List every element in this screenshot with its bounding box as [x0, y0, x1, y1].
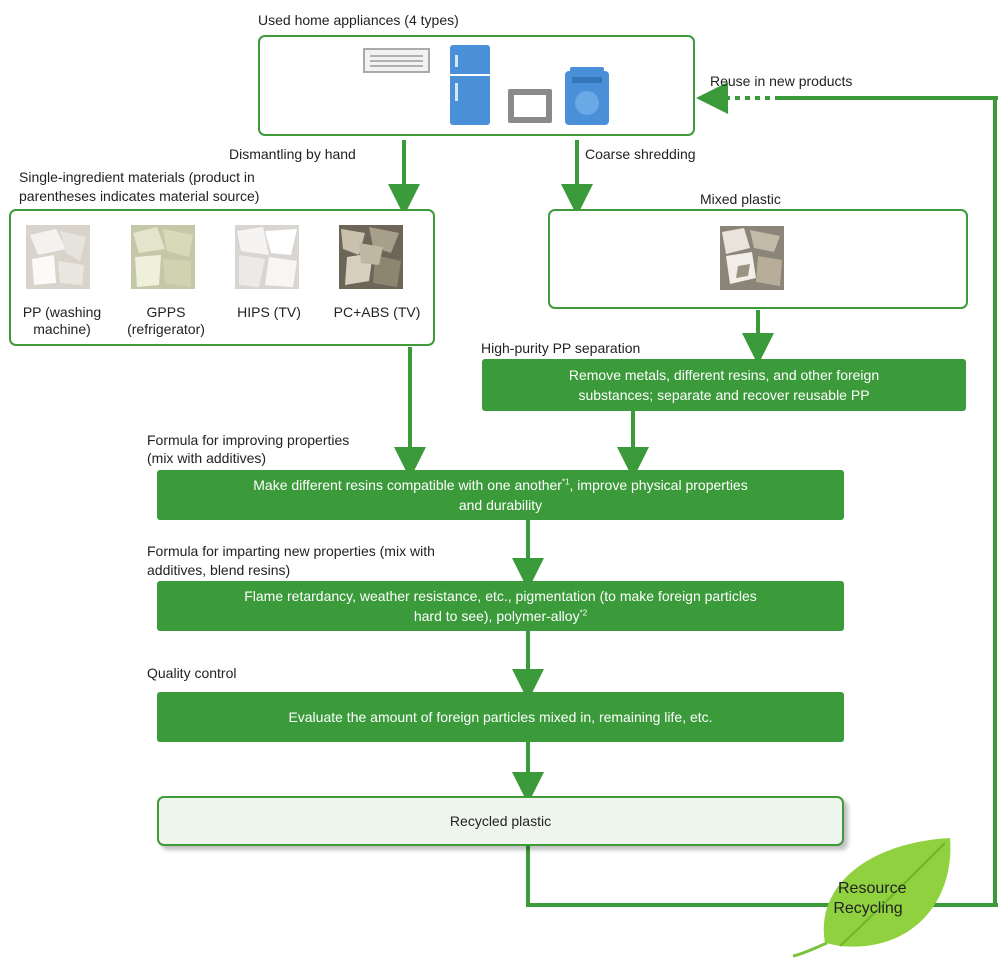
- washing-machine-icon: [565, 67, 609, 125]
- refrigerator-icon: [450, 45, 490, 125]
- impart-label-1: Formula for imparting new properties (mi…: [147, 543, 435, 559]
- gpps-material-photo: [131, 225, 195, 289]
- pc-abs-caption: PC+ABS (TV): [333, 304, 421, 320]
- appliances-box: [258, 35, 695, 136]
- television-icon: [508, 89, 552, 123]
- air-conditioner-icon: [363, 48, 430, 73]
- impart-label-2: additives, blend resins): [147, 562, 291, 578]
- improve-box: Make different resins compatible with on…: [157, 470, 844, 520]
- badge-line1: Resource: [838, 880, 907, 897]
- dismantling-label: Dismantling by hand: [229, 146, 356, 162]
- recycled-plastic-label: Recycled plastic: [449, 813, 552, 829]
- impart-box: Flame retardancy, weather resistance, et…: [157, 581, 844, 631]
- shredding-label: Coarse shredding: [585, 146, 696, 162]
- pp-separation-label: High-purity PP separation: [481, 340, 641, 356]
- pp-material-photo: [26, 225, 90, 289]
- pp-separation-box: Remove metals, different resins, and oth…: [482, 359, 966, 411]
- reuse-label: Reuse in new products: [710, 73, 853, 89]
- badge-line2: Recycling: [833, 900, 903, 917]
- appliances-label: Used home appliances (4 types): [258, 12, 459, 28]
- mixed-plastic-photo: [720, 226, 784, 290]
- recycled-plastic-box: Recycled plastic: [157, 796, 844, 846]
- hips-material-photo: [235, 225, 299, 289]
- leaf-icon: [792, 838, 951, 958]
- pc-abs-material-photo: [339, 225, 403, 289]
- mixed-plastic-label: Mixed plastic: [700, 191, 781, 207]
- single-materials-label-2: parentheses indicates material source): [19, 188, 260, 204]
- hips-caption: HIPS (TV): [237, 304, 301, 320]
- quality-label: Quality control: [147, 665, 237, 681]
- improve-label-2: (mix with additives): [147, 450, 267, 466]
- improve-label-1: Formula for improving properties: [147, 432, 350, 448]
- quality-box: Evaluate the amount of foreign particles…: [157, 692, 844, 742]
- single-materials-label-1: Single-ingredient materials (product in: [19, 169, 255, 185]
- gpps-caption: GPPS(refrigerator): [127, 304, 205, 337]
